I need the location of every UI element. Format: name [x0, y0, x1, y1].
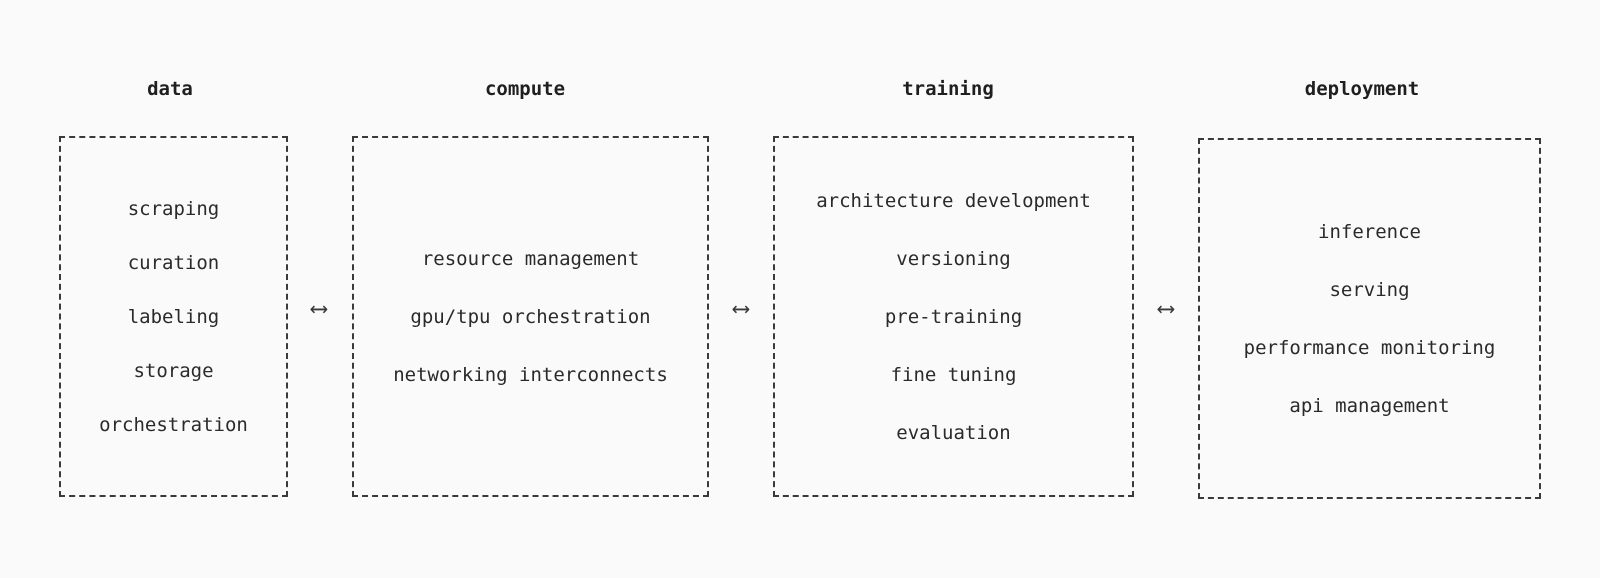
column-title-deployment: deployment: [1304, 78, 1420, 100]
training-item-evaluation: evaluation: [896, 421, 1011, 444]
bidirectional-arrow-icon: ⟷: [733, 294, 749, 322]
training-box: architecture development versioning pre-…: [773, 136, 1134, 497]
column-title-compute: compute: [484, 78, 566, 100]
data-item-orchestration: orchestration: [99, 413, 248, 436]
column-title-data: data: [147, 78, 193, 100]
deployment-item-inference: inference: [1318, 220, 1421, 243]
compute-item-networking-interconnects: networking interconnects: [393, 363, 668, 386]
training-item-pre-training: pre-training: [884, 305, 1023, 328]
deployment-item-performance-monitoring: performance monitoring: [1243, 336, 1496, 359]
training-item-versioning: versioning: [896, 247, 1011, 270]
data-item-storage: storage: [133, 359, 214, 382]
deployment-item-api-management: api management: [1289, 394, 1450, 417]
data-item-labeling: labeling: [127, 305, 220, 328]
data-item-scraping: scraping: [127, 197, 220, 220]
training-item-architecture-development: architecture development: [816, 189, 1091, 212]
data-box: scraping curation labeling storage orche…: [59, 136, 288, 497]
compute-item-gpu-tpu-orchestration: gpu/tpu orchestration: [410, 305, 651, 328]
compute-item-resource-management: resource management: [421, 247, 640, 270]
column-title-training: training: [902, 78, 994, 100]
training-item-fine-tuning: fine tuning: [890, 363, 1017, 386]
deployment-item-serving: serving: [1329, 278, 1410, 301]
bidirectional-arrow-icon: ⟷: [311, 294, 327, 322]
compute-box: resource management gpu/tpu orchestratio…: [352, 136, 709, 497]
deployment-box: inference serving performance monitoring…: [1198, 138, 1541, 499]
data-item-curation: curation: [127, 251, 220, 274]
bidirectional-arrow-icon: ⟷: [1158, 294, 1174, 322]
